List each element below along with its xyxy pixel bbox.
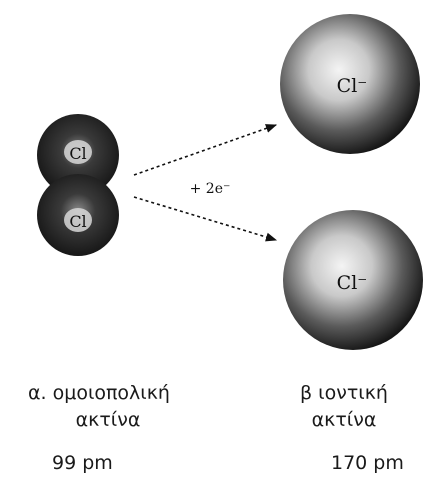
- ion-bottom-label: Cl⁻: [337, 272, 368, 294]
- covalent-radius-caption: α. ομοιοπολική ακτίνα: [28, 380, 170, 434]
- reaction-arrow-lower: [134, 197, 276, 240]
- chloride-ion-top: Cl⁻: [280, 14, 420, 154]
- covalent-caption-line2: ακτίνα: [46, 407, 170, 434]
- reaction-arrow-upper: [134, 125, 276, 175]
- covalent-radius-value: 99 pm: [52, 452, 113, 474]
- ionic-caption-line2: ακτίνα: [300, 407, 388, 434]
- reaction-label: + 2e⁻: [190, 181, 231, 197]
- cl2-molecule: Cl Cl: [37, 114, 119, 256]
- ion-top-label: Cl⁻: [337, 75, 368, 97]
- ionic-caption-line1: β ιοντική: [300, 380, 388, 407]
- ionic-radius-caption: β ιοντική ακτίνα: [300, 380, 388, 434]
- chloride-ion-bottom: Cl⁻: [283, 210, 423, 350]
- atom-top-label: Cl: [69, 144, 86, 163]
- ionic-radius-value: 170 pm: [331, 452, 404, 474]
- atom-bottom-label: Cl: [69, 212, 86, 231]
- covalent-caption-line1: α. ομοιοπολική: [28, 380, 170, 407]
